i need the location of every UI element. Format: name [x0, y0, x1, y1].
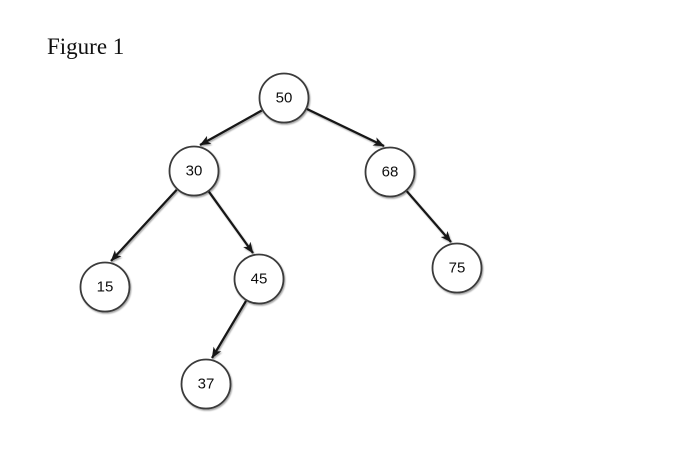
tree-node-circle-50 [258, 72, 310, 124]
tree-node-circle-15 [79, 261, 131, 313]
tree-node-68: 68 [364, 146, 416, 198]
tree-node-37: 37 [180, 358, 232, 410]
edge-50-30 [199, 109, 263, 146]
edge-50-68 [306, 108, 385, 147]
tree-node-circle-30 [168, 145, 220, 197]
edge-30-45 [208, 191, 254, 254]
tree-node-label-45: 45 [251, 271, 268, 288]
figure-title: Figure 1 [47, 34, 125, 59]
tree-node-45: 45 [233, 253, 285, 305]
edge-30-15 [110, 188, 178, 262]
tree-node-75: 75 [431, 242, 483, 294]
tree-node-circle-37 [180, 358, 232, 410]
tree-node-label-68: 68 [382, 164, 399, 181]
edge-68-75 [405, 190, 452, 243]
tree-node-circle-68 [364, 146, 416, 198]
edge-45-37 [211, 300, 247, 359]
tree-node-label-75: 75 [449, 260, 466, 277]
tree-edges [110, 108, 452, 359]
tree-node-15: 15 [79, 261, 131, 313]
tree-node-label-15: 15 [97, 279, 114, 296]
tree-node-label-50: 50 [276, 90, 293, 107]
tree-node-label-37: 37 [198, 376, 215, 393]
tree-node-30: 30 [168, 145, 220, 197]
tree-nodes: 50 30 68 15 45 75 37 [79, 72, 483, 410]
tree-node-label-30: 30 [186, 163, 203, 180]
tree-node-circle-75 [431, 242, 483, 294]
tree-node-50: 50 [258, 72, 310, 124]
tree-node-circle-45 [233, 253, 285, 305]
